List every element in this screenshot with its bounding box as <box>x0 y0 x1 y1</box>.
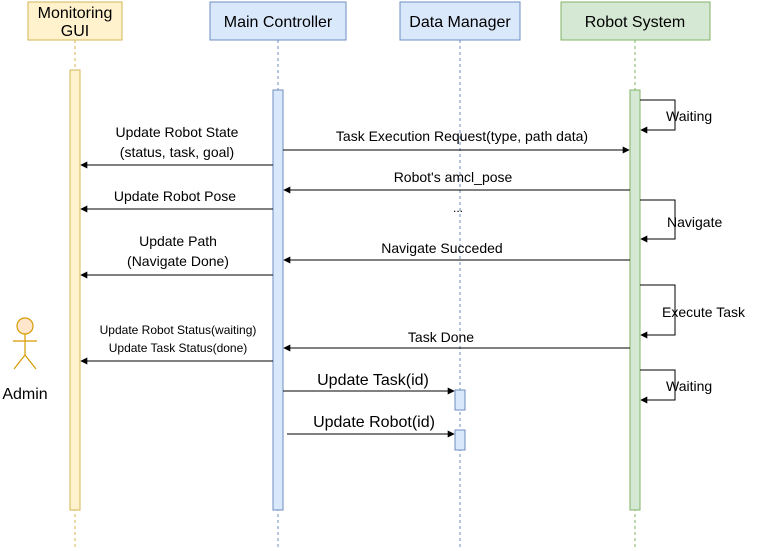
message-label-line1: Update Robot Status(waiting) <box>100 323 257 337</box>
message-update-status: Update Robot Status(waiting) Update Task… <box>80 323 273 365</box>
self-message-arrow <box>640 199 676 243</box>
participant-main-controller: Main Controller <box>209 1 347 41</box>
message-label-line1: Update Robot State <box>116 124 239 140</box>
message-label: Navigate Succeded <box>381 240 502 256</box>
message-label: Update Task(id) <box>317 372 429 389</box>
activation-bar-data-manager-1 <box>454 389 466 411</box>
self-message-waiting-2: Waiting <box>640 369 712 404</box>
message-update-robot-state: Update Robot State (status, task, goal) <box>80 124 273 169</box>
message-update-robot: Update Robot(id) <box>287 414 455 438</box>
participant-box <box>209 1 347 41</box>
self-message-waiting-1: Waiting <box>640 99 712 134</box>
message-label: Task Done <box>408 329 474 345</box>
actor-admin: Admin <box>2 317 48 403</box>
message-update-robot-pose: Update Robot Pose <box>80 188 273 213</box>
self-message-execute-task: Execute Task <box>640 284 746 339</box>
message-label-line2: Update Task Status(done) <box>109 341 248 355</box>
self-message-label: Execute Task <box>662 304 746 320</box>
message-amcl-pose: Robot's amcl_pose ... <box>283 169 630 215</box>
self-message-arrow <box>640 369 676 404</box>
participant-box <box>27 1 123 41</box>
ellipsis-label: ... <box>453 201 463 215</box>
message-update-path: Update Path (Navigate Done) <box>80 233 273 279</box>
message-navigate-succeded: Navigate Succeded <box>283 240 630 264</box>
message-task-done: Task Done <box>283 329 630 352</box>
participant-label-line2: GUI <box>61 23 89 40</box>
activation-bar-robot <box>629 89 641 511</box>
activation-bar-data-manager-2 <box>454 429 466 451</box>
message-update-task: Update Task(id) <box>283 372 455 395</box>
participant-data-manager: Data Manager <box>399 1 521 41</box>
self-message-arrow <box>640 284 676 339</box>
self-message-label: Waiting <box>666 378 712 394</box>
participant-label: Main Controller <box>224 14 333 31</box>
message-label: Update Robot(id) <box>313 414 435 431</box>
stick-figure-icon <box>13 317 37 370</box>
actor-label: Admin <box>2 386 47 403</box>
self-message-arrow <box>640 99 676 134</box>
message-label: Task Execution Request(type, path data) <box>336 128 588 144</box>
participant-box <box>399 1 521 41</box>
message-task-execution-request: Task Execution Request(type, path data) <box>283 128 630 154</box>
self-message-navigate: Navigate <box>640 199 722 243</box>
activation-bar-gui <box>69 69 81 511</box>
participant-box <box>560 1 711 41</box>
participant-label-line1: Monitoring <box>38 5 113 22</box>
activation-bar-controller <box>272 89 284 511</box>
message-label-line2: (Navigate Done) <box>127 253 229 269</box>
participant-label: Data Manager <box>409 14 511 31</box>
participant-monitoring-gui: Monitoring GUI <box>27 1 123 41</box>
self-message-label: Waiting <box>666 108 712 124</box>
participant-label: Robot System <box>585 14 685 31</box>
self-message-label: Navigate <box>667 214 722 230</box>
message-label-line1: Update Path <box>139 233 217 249</box>
message-label-line2: (status, task, goal) <box>120 144 234 160</box>
participant-robot-system: Robot System <box>560 1 711 41</box>
message-label: Robot's amcl_pose <box>394 169 513 185</box>
message-label: Update Robot Pose <box>114 188 236 204</box>
